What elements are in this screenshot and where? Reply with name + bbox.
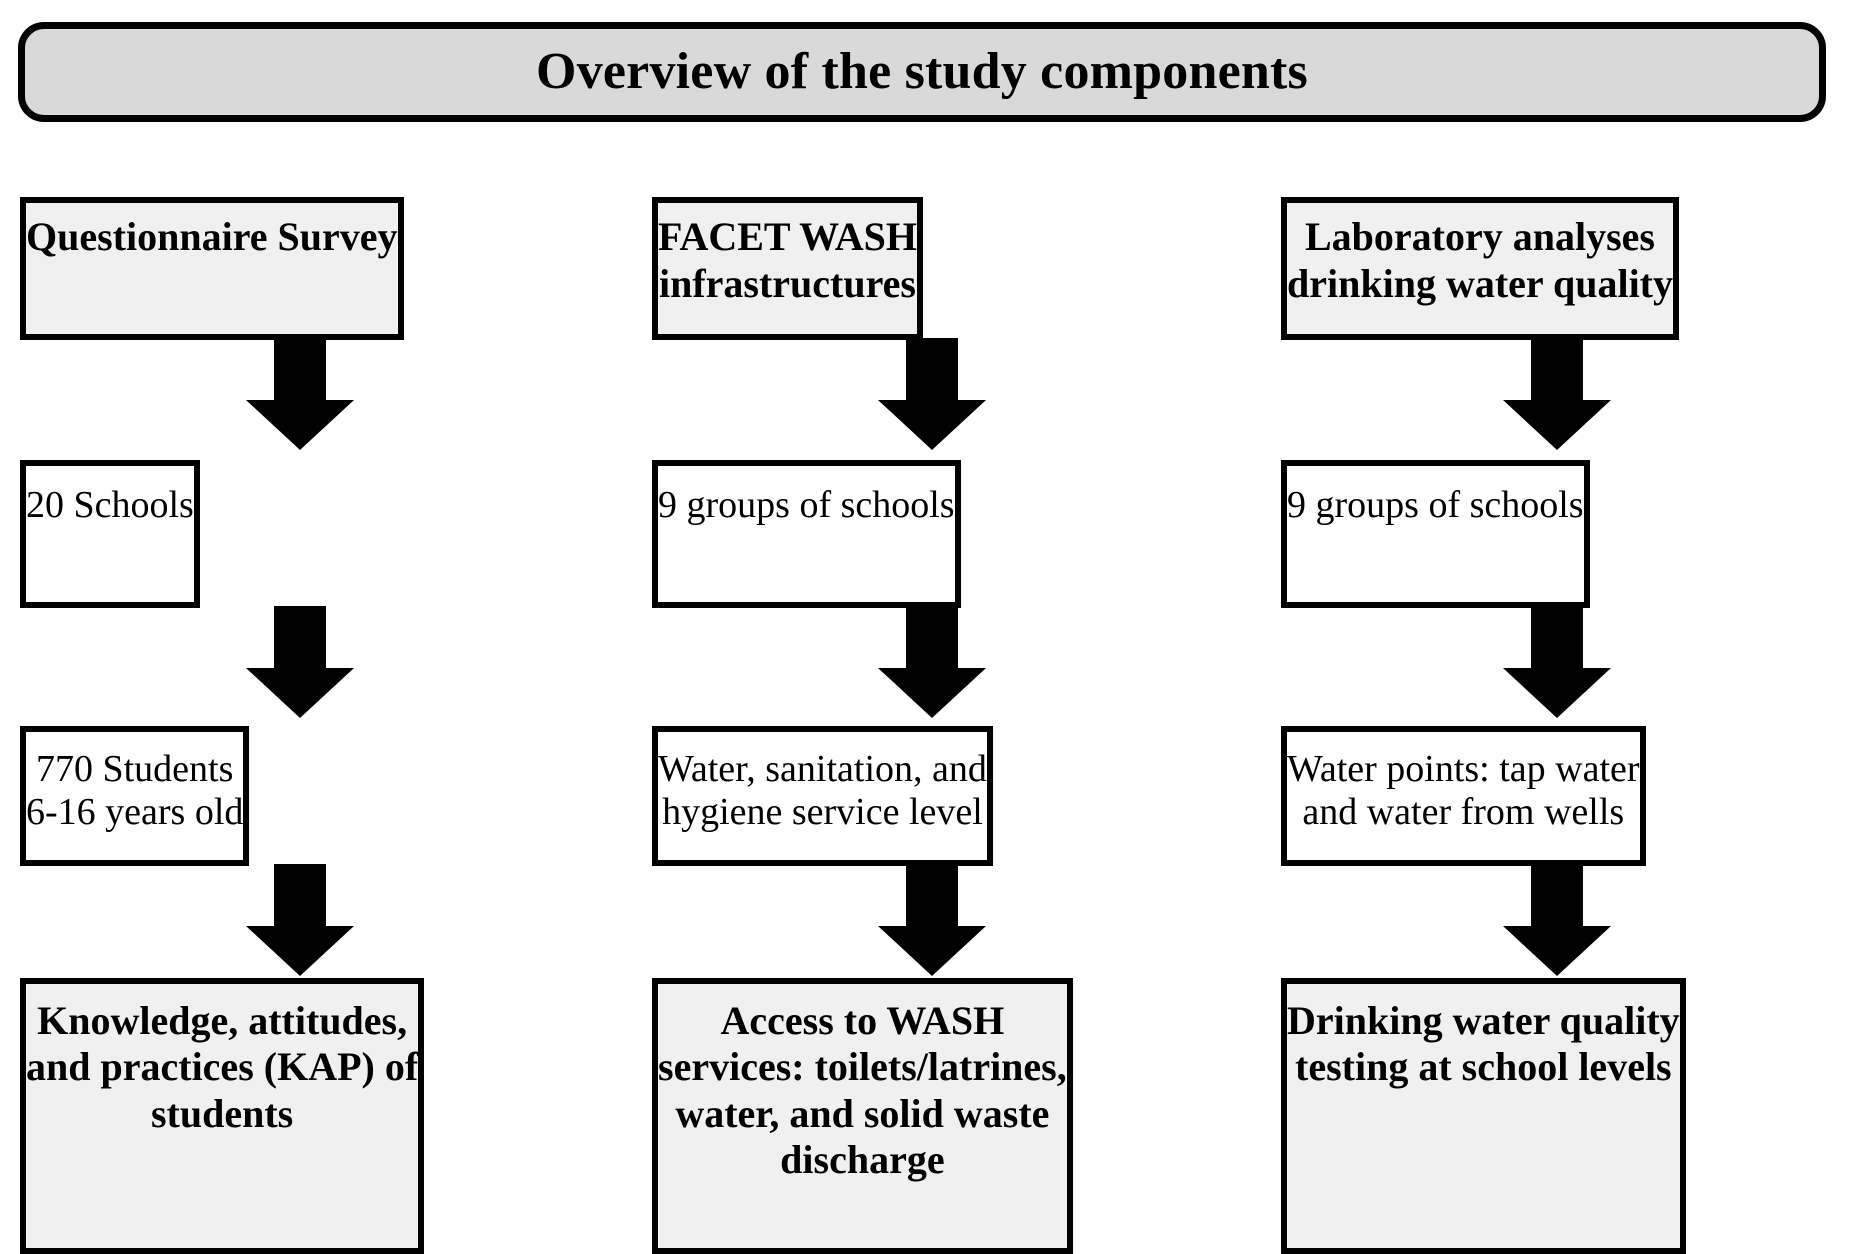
down-arrow-icon [246,606,354,718]
column-laboratory-analyses: Laboratory analyses drinking water quali… [1281,0,1834,1254]
node-label: Drinking water quality testing at school… [1287,998,1680,1090]
node-questionnaire-survey: Questionnaire Survey [20,197,404,340]
node-770-students: 770 Students 6-16 years old [20,726,250,866]
node-label: Knowledge, attitudes, and practices (KAP… [26,998,419,1136]
node-label: 770 Students 6-16 years old [26,748,244,833]
node-9-groups-of-schools: 9 groups of schools [652,460,961,608]
column-questionnaire-survey: Questionnaire Survey 20 Schools 770 Stud… [20,0,585,1254]
down-arrow-icon [878,606,986,718]
node-water-points: Water points: tap water and water from w… [1281,726,1646,866]
column-facet-wash-infrastructures: FACET WASH infrastructures 9 groups of s… [652,0,1214,1254]
down-arrow-icon [1503,606,1611,718]
node-label: Water, sanitation, and hygiene service l… [658,748,987,833]
down-arrow-icon [878,864,986,976]
node-drinking-water-quality-testing: Drinking water quality testing at school… [1281,978,1686,1254]
node-label: 9 groups of schools [1287,484,1584,526]
node-access-to-wash-services: Access to WASH services: toilets/latrine… [652,978,1073,1254]
node-facet-wash-infrastructures: FACET WASH infrastructures [652,197,923,340]
node-20-schools: 20 Schools [20,460,200,608]
node-label: Water points: tap water and water from w… [1287,748,1640,833]
down-arrow-icon [1503,864,1611,976]
node-9-groups-of-schools: 9 groups of schools [1281,460,1590,608]
node-label: 9 groups of schools [658,484,955,526]
node-label: Questionnaire Survey [26,214,398,259]
down-arrow-icon [246,338,354,450]
page-title: Overview of the study components [536,43,1308,100]
node-laboratory-analyses: Laboratory analyses drinking water quali… [1281,197,1679,340]
down-arrow-icon [1503,338,1611,450]
node-label: FACET WASH infrastructures [658,214,917,307]
overview-header-banner: Overview of the study components [18,22,1826,122]
node-label: Laboratory analyses drinking water quali… [1287,214,1673,307]
node-wash-service-level: Water, sanitation, and hygiene service l… [652,726,993,866]
down-arrow-icon [246,864,354,976]
node-label: 20 Schools [26,484,194,526]
node-label: Access to WASH services: toilets/latrine… [658,998,1067,1183]
down-arrow-icon [878,338,986,450]
node-kap-of-students: Knowledge, attitudes, and practices (KAP… [20,978,425,1254]
